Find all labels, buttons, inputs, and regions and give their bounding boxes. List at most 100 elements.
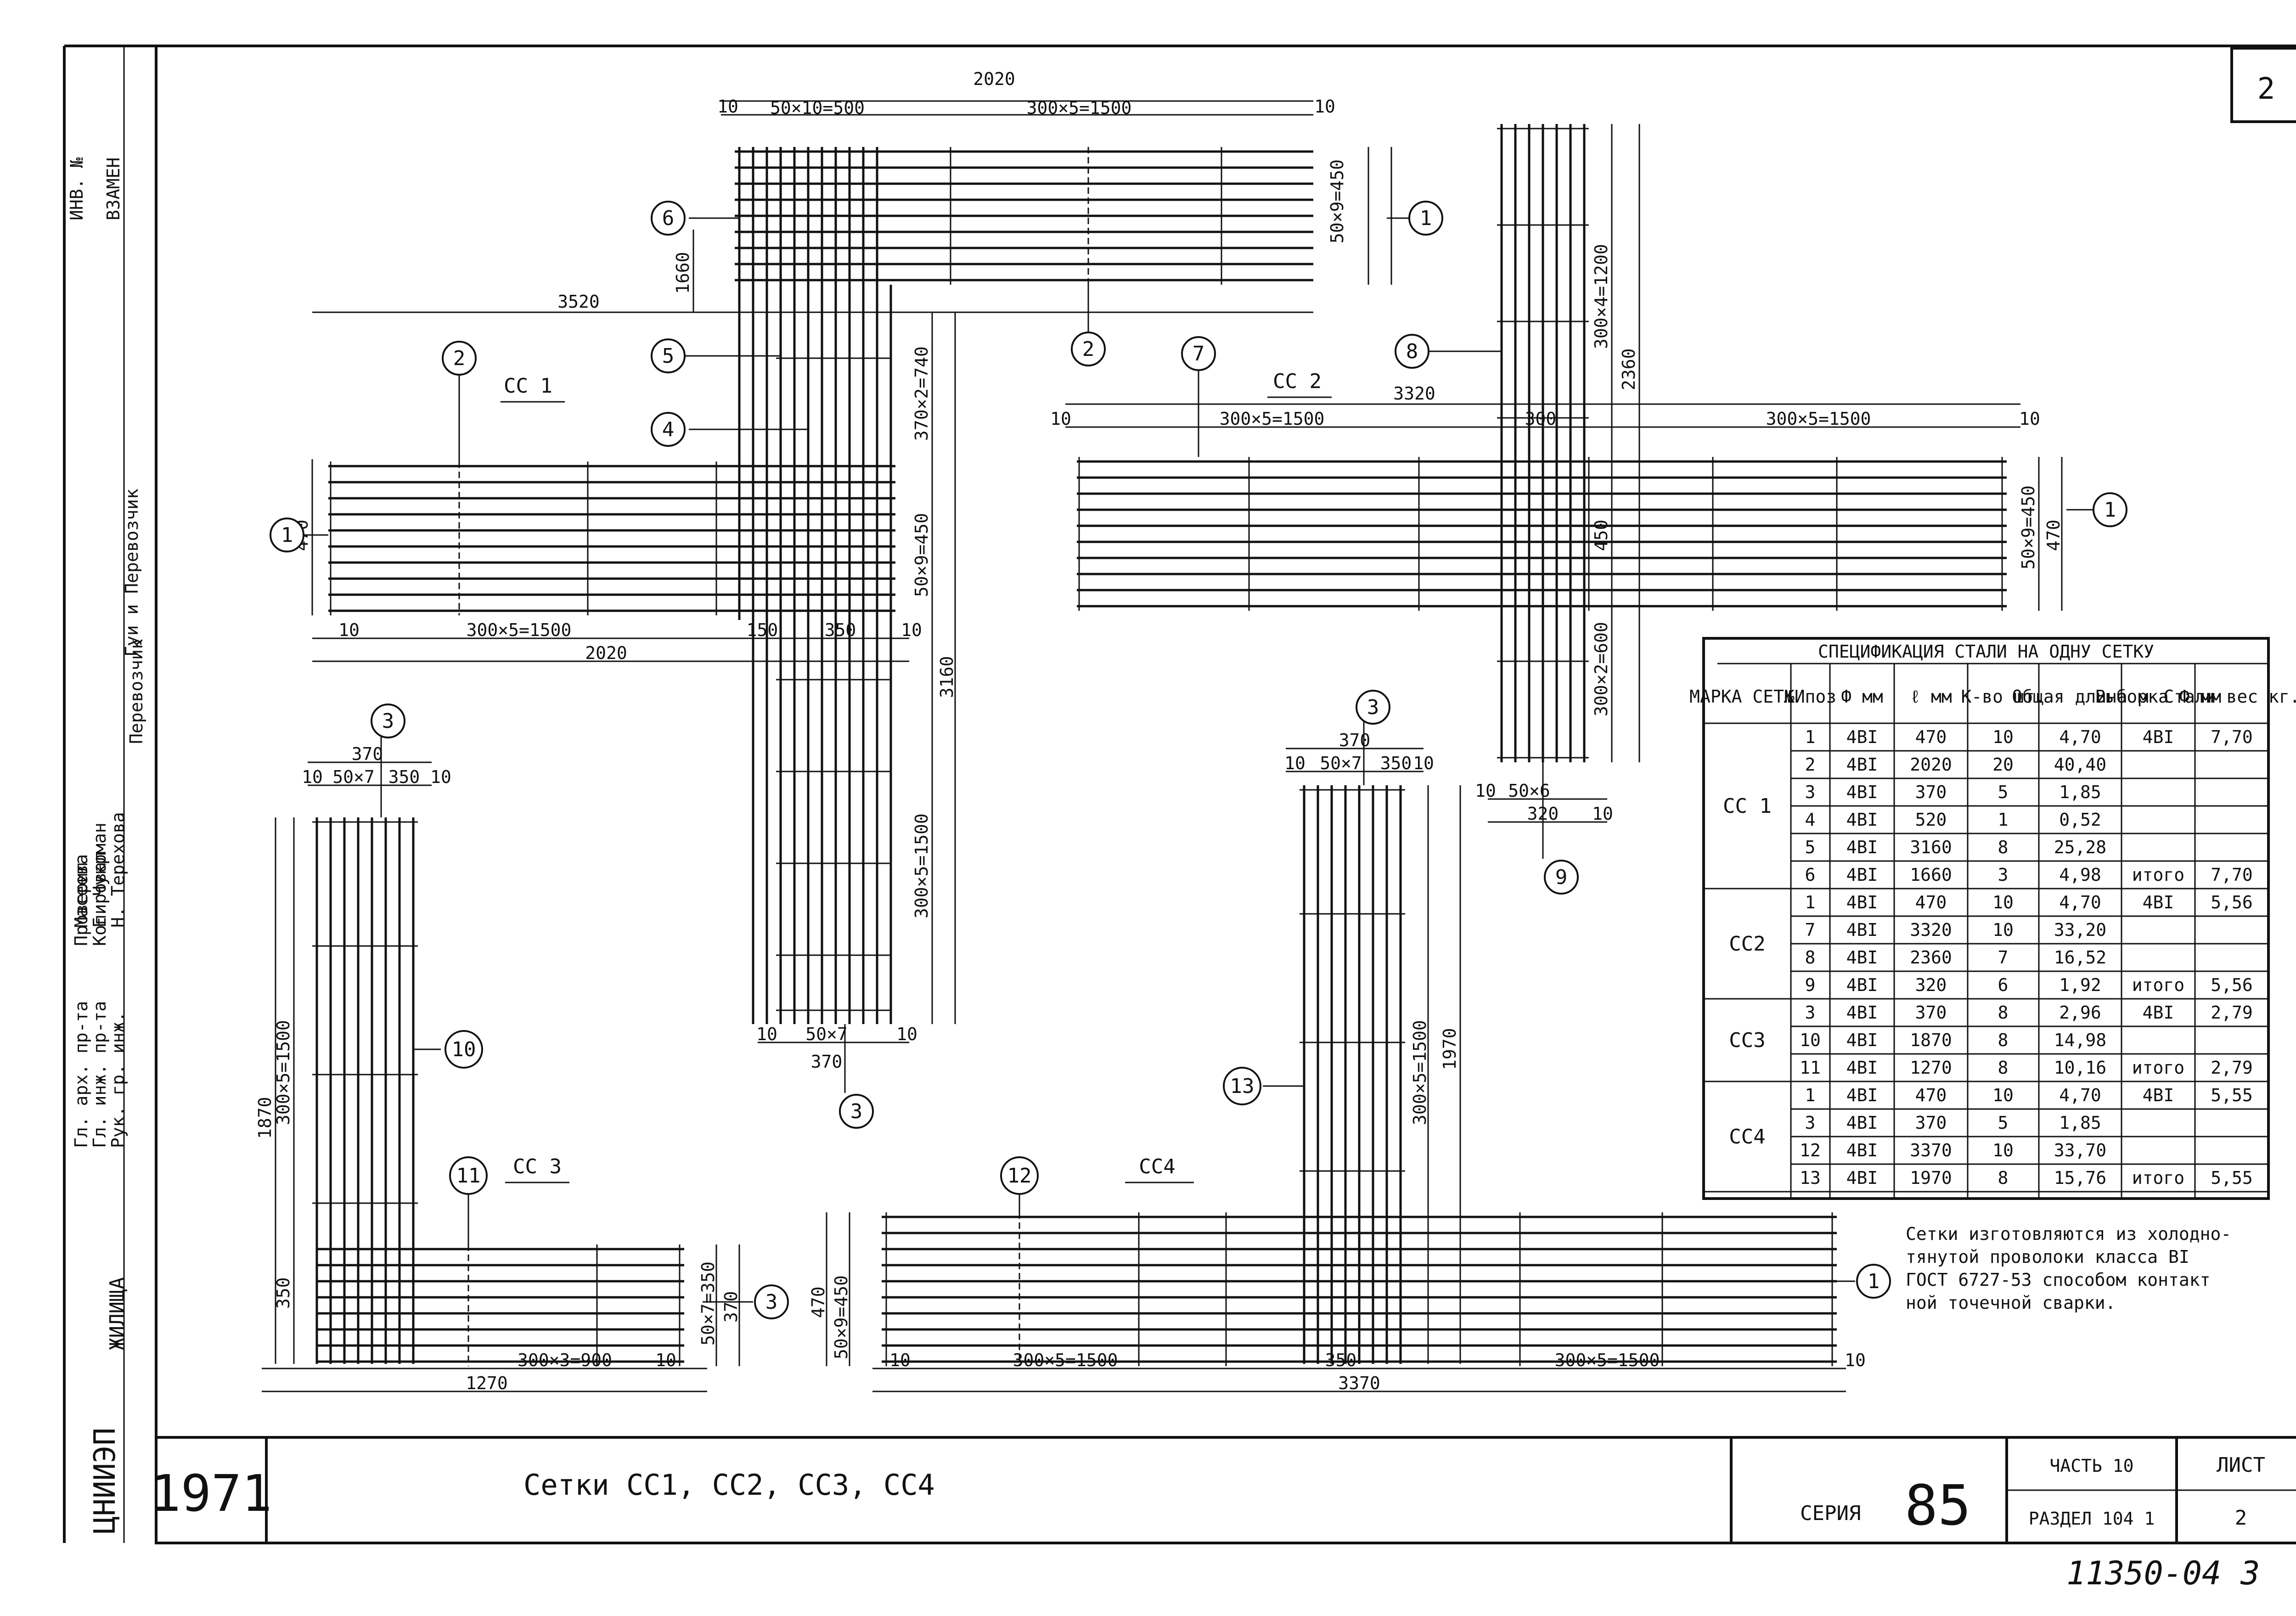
pos-3-c: 3 [1356, 690, 1390, 725]
spec-table: СПЕЦИФИКАЦИЯ СТАЛИ НА ОДНУ СЕТКУ МАРКА С… [1689, 637, 2296, 1200]
cc1-dim-50x7: 50×7 [805, 1024, 848, 1044]
spec-cell: 1,85 [2059, 782, 2101, 802]
spec-cell: 7,70 [2211, 727, 2253, 747]
cc2-dim-300x5-right: 300×5=1500 [1766, 409, 1871, 429]
spec-cell: 7 [1998, 947, 2009, 968]
cc2-dim-300x4: 300×4=1200 [1591, 244, 1611, 349]
cc2-vertical-cross [1497, 128, 1589, 759]
cc3-vertical-bars [315, 817, 415, 1364]
edge-10-m: 10 [1475, 781, 1496, 801]
sheet-number-box [2230, 47, 2296, 123]
svg-text:1: 1 [281, 524, 293, 547]
part-label: ЧАСТЬ 10 [2049, 1456, 2133, 1476]
spec-cell: 1,92 [2059, 975, 2101, 995]
spec-cell: 4ВI [2143, 892, 2174, 912]
cc1-dim-300x5-top: 300×5=1500 [1027, 98, 1132, 118]
cc3-dim-370-vert: 370 [721, 1291, 741, 1323]
spec-cell: 40,40 [2054, 755, 2106, 775]
cc1-vertical-bars [738, 147, 892, 1024]
cc1-dim-3520: 3520 [557, 292, 600, 312]
spec-cell: 4ВI [1846, 810, 1878, 830]
cc4-dim-50x9: 50×9=450 [831, 1275, 851, 1359]
sheet-label: ЛИСТ [2217, 1453, 2265, 1477]
spec-cell: 470 [1915, 1085, 1947, 1105]
role-4: Проверил [71, 862, 91, 946]
cc3-vertical-cross [312, 821, 418, 1204]
spec-cell: итого [2132, 975, 2184, 995]
cc1-dim-3160: 3160 [937, 656, 957, 698]
svg-text:3: 3 [1367, 696, 1379, 719]
mesh-cc2: 3320 300×5=1500 300 300×5=1500 300×4=120… [1065, 124, 2064, 824]
spec-cell: 10 [1992, 727, 2014, 747]
note-line-3: ГОСТ 6727-53 способом контакт [1906, 1270, 2210, 1290]
spec-cell: 4 [1805, 810, 1816, 830]
spec-cell: 4ВI [2143, 727, 2174, 747]
cc3-dim-300x5: 300×5=1500 [273, 1020, 293, 1125]
spec-cell: 5 [1998, 782, 2009, 802]
pos-1-d: 1 [1856, 1264, 1891, 1299]
pos-7: 7 [1181, 336, 1216, 371]
cc3-title: СС 3 [513, 1155, 562, 1178]
spec-group-mark: СС3 [1729, 1029, 1765, 1052]
svg-text:9: 9 [1555, 866, 1568, 889]
cc4-horizontal-bars [882, 1216, 1837, 1363]
cc4-dim-350: 350 [1380, 753, 1412, 773]
spec-cell: 3 [1998, 865, 2009, 885]
edge-10-q: 10 [1845, 1350, 1866, 1370]
note-line-4: ной точечной сварки. [1906, 1293, 2116, 1313]
spec-cell: 5 [1998, 1113, 2009, 1133]
spec-cell: 10 [1992, 1140, 2014, 1160]
spec-cell: 1970 [1910, 1168, 1952, 1188]
cc2-dim-50x6: 50×6 [1508, 781, 1550, 801]
edge-10-l: 10 [1413, 753, 1434, 773]
cc1-dim-1660: 1660 [673, 252, 693, 294]
pos-5: 5 [651, 338, 686, 373]
cc1-dim-300x5-vert: 300×5=1500 [912, 813, 932, 918]
cc4-dim-370: 370 [1339, 730, 1371, 750]
spec-cell: 3160 [1910, 837, 1952, 857]
cc1-dim-50x9-top: 50×9=450 [1327, 159, 1347, 243]
spec-cell: 6 [1805, 865, 1816, 885]
spec-cell: 2,96 [2059, 1002, 2101, 1023]
spec-cell: 4ВI [1846, 1030, 1878, 1050]
cc4-dim-350-horiz: 350 [1325, 1350, 1357, 1370]
spec-cell: 4ВI [1846, 1113, 1878, 1133]
position-markers: 1 1 1 1 2 2 3 3 3 3 4 5 6 7 8 9 10 11 12… [270, 201, 2127, 1319]
edge-10-b: 10 [1314, 96, 1335, 117]
svg-text:1: 1 [2104, 498, 2116, 522]
note-line-1: Сетки изготовляются из холодно- [1906, 1224, 2231, 1244]
mesh-cc4: 370 50×7 350 300×5=1500 1970 50×9=450 47… [808, 730, 1846, 1393]
cc2-dim-300: 300 [1525, 409, 1557, 429]
cc3-dim-50x7-350: 50×7=350 [698, 1261, 718, 1346]
spec-cell: 8 [1998, 1002, 2009, 1023]
svg-text:8: 8 [1406, 340, 1418, 363]
spec-cell: 14,98 [2054, 1030, 2106, 1050]
cc2-dim-470: 470 [2043, 519, 2064, 551]
spec-cell: 33,20 [2054, 920, 2106, 940]
spec-cell: 1 [1998, 810, 2009, 830]
note-line-2: тянутой проволоки класса ВI [1906, 1247, 2189, 1267]
pos-1-c: 1 [2093, 492, 2127, 527]
drawing-title: Сетки СС1, СС2, СС3, СС4 [523, 1468, 935, 1502]
svg-text:13: 13 [1230, 1075, 1255, 1098]
spec-cell: 2360 [1910, 947, 1952, 968]
spec-cell: 4ВI [1846, 892, 1878, 912]
cc2-horizontal-cross [1078, 457, 2003, 611]
name-4: Перевозчик [126, 639, 146, 744]
spec-cell: 4,70 [2059, 892, 2101, 912]
edge-10-g: 10 [756, 1024, 777, 1044]
edge-10-h: 10 [896, 1024, 917, 1044]
spec-cell: 1 [1805, 727, 1816, 747]
spec-cell: 370 [1915, 782, 1947, 802]
cc1-dim-2020-top: 2020 [973, 69, 1015, 89]
spec-cell: итого [2132, 1168, 2184, 1188]
outer-frame [155, 45, 2296, 1544]
cc3-horizontal-cross [467, 1244, 681, 1366]
spec-cell: 5,56 [2211, 975, 2253, 995]
spec-cell: 9 [1805, 975, 1816, 995]
series-label: СЕРИЯ [1800, 1502, 1861, 1525]
cc1-dim-300x5-horiz: 300×5=1500 [467, 620, 572, 640]
svg-text:10: 10 [452, 1038, 476, 1061]
spec-cell: 4ВI [1846, 755, 1878, 775]
